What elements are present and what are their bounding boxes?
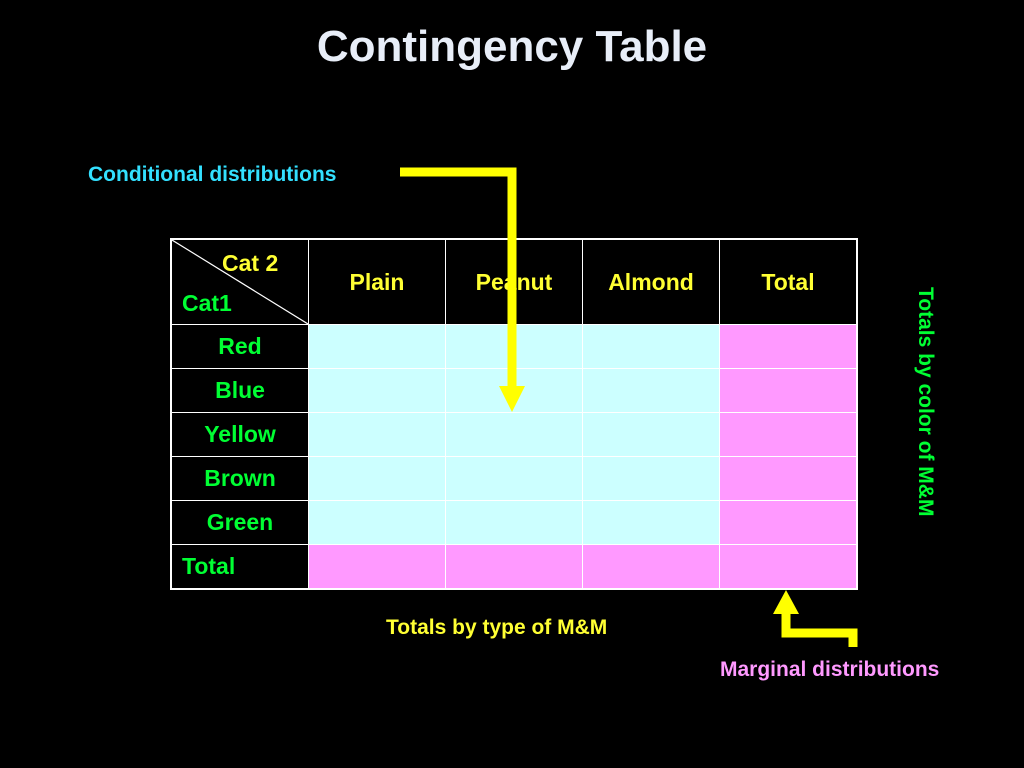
- conditional-distributions-label: Conditional distributions: [88, 163, 337, 186]
- table-row: Total: [170, 544, 858, 590]
- row-header-total: Total: [170, 544, 309, 590]
- marginal-distributions-label: Marginal distributions: [720, 658, 940, 681]
- table-row: Brown: [170, 456, 858, 501]
- conditional-cell: [308, 412, 446, 457]
- column-header-almond: Almond: [582, 238, 720, 325]
- marginal-cell: [719, 324, 858, 369]
- table-row: Yellow: [170, 412, 858, 457]
- marginal-cell: [719, 368, 858, 413]
- conditional-cell: [308, 500, 446, 545]
- row-header-red: Red: [170, 324, 309, 369]
- conditional-cell: [445, 500, 583, 545]
- slide-title: Contingency Table: [316, 22, 708, 71]
- conditional-cell: [445, 456, 583, 501]
- corner-diagonal-line: [172, 240, 308, 324]
- contingency-table: Cat 2 Cat1 Plain Peanut Almond Total Red…: [170, 238, 858, 590]
- table-row: Blue: [170, 368, 858, 413]
- column-header-plain: Plain: [308, 238, 446, 325]
- conditional-cell: [308, 456, 446, 501]
- marginal-cell: [719, 456, 858, 501]
- row-header-green: Green: [170, 500, 309, 545]
- conditional-cell: [308, 368, 446, 413]
- corner-cat1-label: Cat1: [182, 290, 232, 316]
- conditional-cell: [582, 324, 720, 369]
- marginal-cell: [308, 544, 446, 590]
- totals-by-type-label: Totals by type of M&M: [386, 616, 608, 639]
- table-row: Green: [170, 500, 858, 545]
- row-header-blue: Blue: [170, 368, 309, 413]
- table-row: Red: [170, 324, 858, 369]
- conditional-cell: [582, 456, 720, 501]
- conditional-cell: [445, 412, 583, 457]
- marginal-arrow-head: [773, 590, 799, 614]
- conditional-cell: [582, 500, 720, 545]
- row-header-yellow: Yellow: [170, 412, 309, 457]
- marginal-cell: [582, 544, 720, 590]
- marginal-cell: [719, 500, 858, 545]
- conditional-cell: [582, 412, 720, 457]
- row-header-brown: Brown: [170, 456, 309, 501]
- conditional-cell: [582, 368, 720, 413]
- conditional-cell: [308, 324, 446, 369]
- conditional-arrow-line: [400, 167, 517, 388]
- conditional-arrow-head: [499, 386, 525, 412]
- totals-by-color-label: Totals by color of M&M: [914, 287, 937, 517]
- marginal-cell: [719, 544, 858, 590]
- corner-cell: Cat 2 Cat1: [170, 238, 309, 325]
- corner-cat2-label: Cat 2: [222, 250, 279, 276]
- marginal-arrow-line: [781, 612, 858, 647]
- marginal-cell: [445, 544, 583, 590]
- header-row: Cat 2 Cat1 Plain Peanut Almond Total: [170, 238, 858, 325]
